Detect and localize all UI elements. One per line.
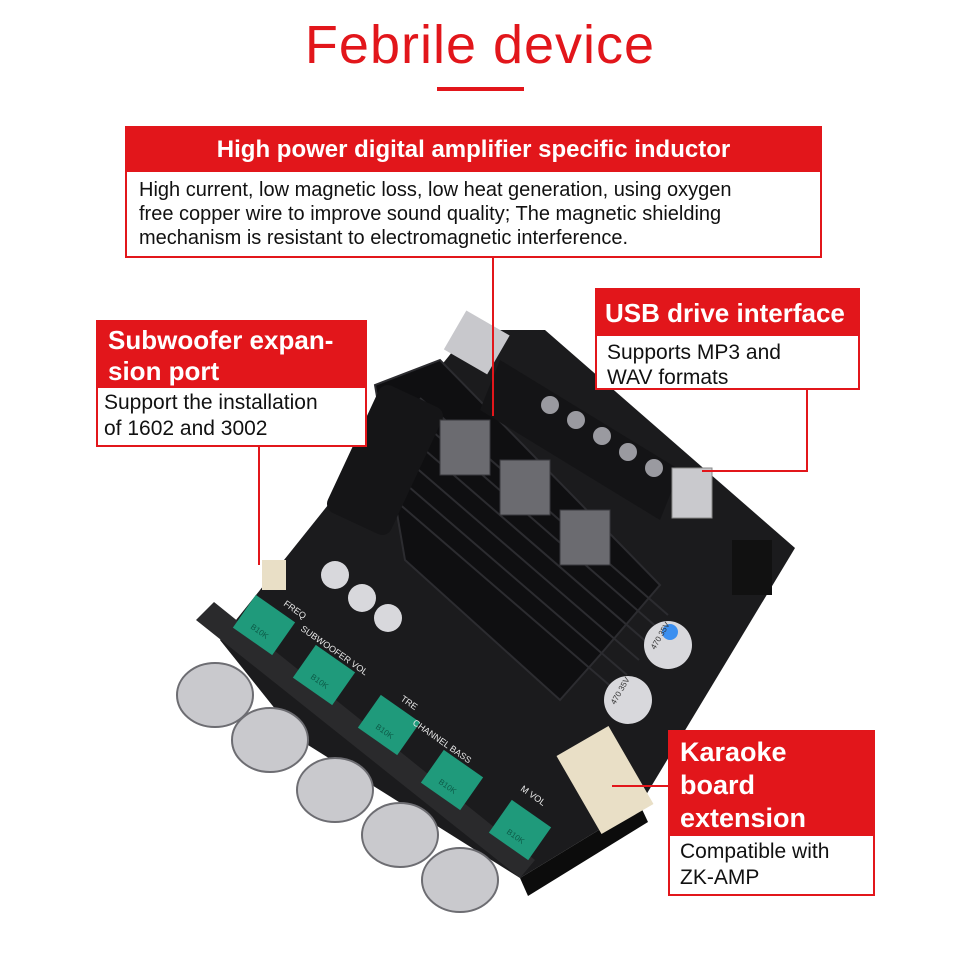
title-underline	[437, 87, 524, 91]
leader-line-usb-v	[806, 388, 808, 472]
potentiometers	[232, 594, 552, 861]
callout-heading: High power digital amplifier specific in…	[127, 128, 820, 172]
callout-line: ZK-AMP	[680, 866, 760, 889]
callout-usb: USB drive interface Supports MP3 and WAV…	[595, 288, 860, 390]
front-panel	[196, 602, 535, 878]
callout-subwoofer: Subwoofer expan- sion port Support the i…	[96, 320, 367, 447]
callout-heading-line: Karaoke board	[680, 737, 787, 800]
callout-line: High current, low magnetic loss, low hea…	[139, 179, 732, 201]
callout-karaoke: Karaoke board extension interface Compat…	[668, 730, 875, 896]
callout-line: Support the installation	[104, 391, 318, 414]
inductors	[439, 419, 611, 566]
callout-heading-line: interface	[680, 836, 793, 866]
leader-line-usb-h	[702, 470, 808, 472]
callout-line: WAV formats	[607, 366, 729, 389]
callout-heading-line: sion port	[108, 356, 220, 386]
page-title: Febrile device	[304, 15, 656, 75]
capacitors	[321, 561, 692, 724]
callout-line: of 1602 and 3002	[104, 417, 268, 440]
callout-line: free copper wire to improve sound qualit…	[139, 203, 722, 225]
callout-heading: USB drive interface	[597, 290, 858, 336]
subwoofer-connector	[262, 560, 286, 590]
callout-body: Support the installation of 1602 and 300…	[98, 388, 365, 442]
callout-inductor: High power digital amplifier specific in…	[125, 126, 822, 258]
callout-heading-line: Subwoofer expan-	[108, 325, 334, 355]
leader-line-sub	[258, 445, 260, 565]
callout-line: Supports MP3 and	[607, 341, 781, 364]
callout-line: Compatible with	[680, 840, 830, 863]
callout-heading: Karaoke board extension interface	[670, 732, 873, 866]
callout-line: mechanism is resistant to electromagneti…	[139, 227, 629, 249]
karaoke-connector	[556, 726, 654, 834]
speaker-terminal-block	[480, 360, 680, 520]
callout-heading: Subwoofer expan- sion port	[98, 322, 365, 388]
callout-body: High current, low magnetic loss, low hea…	[127, 172, 820, 250]
knobs	[176, 662, 499, 913]
leader-line-inductor	[492, 256, 494, 416]
aux-jack	[732, 540, 772, 595]
inductor-block	[326, 385, 444, 535]
callout-heading-line: extension	[680, 803, 807, 833]
usb-port	[671, 467, 713, 519]
leader-line-karaoke	[612, 785, 670, 787]
callout-body: Compatible with ZK-AMP	[670, 836, 873, 891]
callout-body: Supports MP3 and WAV formats	[597, 336, 858, 390]
